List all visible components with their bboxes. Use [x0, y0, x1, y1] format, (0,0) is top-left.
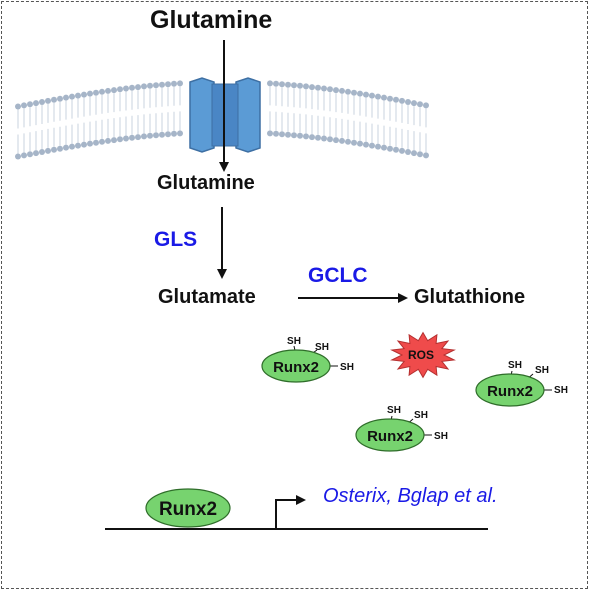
runx2-label: Runx2 [273, 359, 319, 376]
glutathione-label: Glutathione [414, 286, 526, 308]
ros-starburst-icon: ROS [390, 331, 456, 379]
sh-group: SH [414, 410, 428, 421]
runx2-protein: Runx2 SH SH SH [475, 360, 568, 407]
gls-enzyme-label: GLS [154, 228, 198, 251]
ros-label: ROS [408, 348, 434, 362]
runx2-label: Runx2 [487, 383, 533, 400]
runx2-protein: Runx2 SH SH SH [261, 336, 354, 383]
target-genes-label: Osterix, Bglap et al. [323, 485, 498, 507]
glutamate-label: Glutamate [158, 286, 256, 308]
runx2-protein: Runx2 SH SH SH [355, 405, 448, 452]
sh-group: SH [340, 362, 354, 373]
sh-group: SH [287, 336, 301, 347]
transcription-start-arrow-icon [275, 495, 306, 529]
runx2-label: Runx2 [159, 499, 217, 520]
runx2-protein-bound: Runx2 [145, 488, 231, 528]
extracellular-glutamine-label: Glutamine [150, 6, 273, 34]
sh-group: SH [508, 360, 522, 371]
runx2-label: Runx2 [367, 428, 413, 445]
sh-group: SH [434, 431, 448, 442]
lipid-bilayer-icon [15, 80, 429, 160]
sh-group: SH [387, 405, 401, 416]
sh-group: SH [554, 385, 568, 396]
sh-group: SH [315, 342, 329, 353]
sh-group: SH [535, 365, 549, 376]
gclc-enzyme-label: GCLC [308, 264, 368, 287]
intracellular-glutamine-label: Glutamine [157, 172, 255, 194]
